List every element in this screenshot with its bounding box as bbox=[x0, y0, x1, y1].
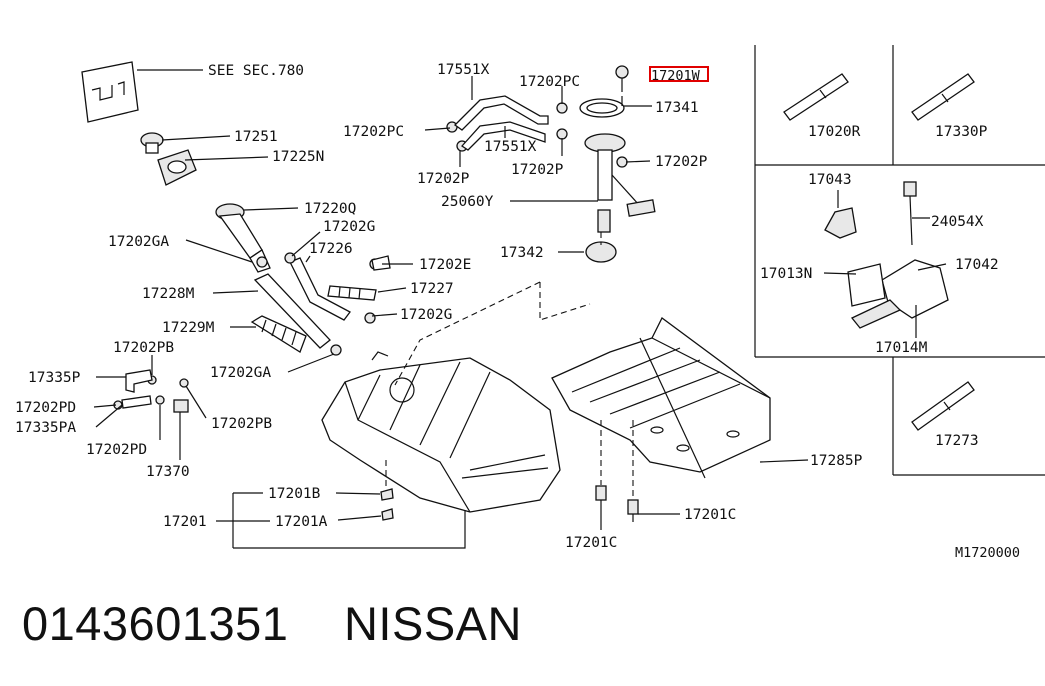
clamps bbox=[113, 102, 628, 410]
label-17201C-right: 17201C bbox=[684, 507, 736, 523]
leader-lines bbox=[93, 69, 947, 549]
label-17202G-top: 17202G bbox=[323, 219, 375, 235]
label-17202PC-left: 17202PC bbox=[343, 124, 404, 140]
valve-17370-part bbox=[173, 399, 189, 413]
label-17201C-bottom: 17201C bbox=[565, 535, 617, 551]
part-number-text: 0143601351 bbox=[22, 597, 289, 650]
label-17201: 17201 bbox=[163, 514, 207, 530]
part-labels: SEE SEC.780 17251 17225N 17551X 17202PC … bbox=[15, 62, 1020, 561]
label-see-sec: SEE SEC.780 bbox=[208, 63, 304, 79]
label-17043: 17043 bbox=[808, 172, 852, 188]
label-17285P: 17285P bbox=[810, 453, 863, 469]
label-17042: 17042 bbox=[955, 257, 999, 273]
label-17202G-mid: 17202G bbox=[400, 307, 452, 323]
hose-17335-part bbox=[121, 369, 153, 409]
protector-part bbox=[551, 317, 771, 479]
hose-17227-part bbox=[327, 285, 377, 301]
label-17220Q: 17220Q bbox=[304, 201, 356, 217]
label-17335PA: 17335PA bbox=[15, 420, 76, 436]
label-17227: 17227 bbox=[410, 281, 454, 297]
label-17273: 17273 bbox=[935, 433, 979, 449]
label-17551X-top: 17551X bbox=[437, 62, 490, 78]
label-17202PD-bottom: 17202PD bbox=[86, 442, 147, 458]
inset-gauge-24054X bbox=[847, 181, 949, 329]
filler-cap-part bbox=[140, 132, 164, 154]
label-17202P-right: 17202P bbox=[655, 154, 708, 170]
hose-17229M-part bbox=[250, 315, 307, 353]
label-17202E: 17202E bbox=[419, 257, 471, 273]
gasket-part bbox=[157, 149, 197, 186]
label-17202PB-top: 17202PB bbox=[113, 340, 174, 356]
label-25060Y: 25060Y bbox=[441, 194, 494, 210]
hose-17226-part bbox=[289, 257, 351, 321]
parts-diagram: SEE SEC.780 17251 17225N 17551X 17202PC … bbox=[15, 45, 1045, 561]
label-17228M: 17228M bbox=[142, 286, 195, 302]
label-17202P-mid: 17202P bbox=[511, 162, 564, 178]
label-17330P: 17330P bbox=[935, 124, 988, 140]
clip-17202E-part bbox=[371, 255, 391, 271]
breather-tubes-part bbox=[453, 95, 549, 151]
label-17202GA-bottom: 17202GA bbox=[210, 365, 271, 381]
hose-17228M-part bbox=[253, 273, 331, 349]
diagram-code: M1720000 bbox=[955, 545, 1020, 561]
inset-tube-17330P bbox=[911, 73, 975, 121]
mount-bolts bbox=[380, 485, 639, 522]
inset-boxes bbox=[754, 45, 1045, 476]
label-17551X-mid: 17551X bbox=[484, 139, 537, 155]
label-17370: 17370 bbox=[146, 464, 190, 480]
label-17202PB-right: 17202PB bbox=[211, 416, 272, 432]
label-17202PD-top: 17202PD bbox=[15, 400, 76, 416]
fuel-tank-part bbox=[321, 351, 561, 513]
inset-spacer-17043 bbox=[824, 207, 857, 239]
dashed-assembly-lines bbox=[385, 232, 634, 500]
label-17226: 17226 bbox=[309, 241, 353, 257]
label-17013N: 17013N bbox=[760, 266, 812, 282]
gauge-unit-part bbox=[579, 65, 656, 233]
footer-caption: 0143601351 NISSAN bbox=[22, 596, 522, 666]
label-17201A: 17201A bbox=[275, 514, 328, 530]
inset-tube-17273 bbox=[911, 381, 975, 431]
label-17335P: 17335P bbox=[28, 370, 81, 386]
label-17251: 17251 bbox=[234, 129, 278, 145]
label-17341: 17341 bbox=[655, 100, 699, 116]
label-17225N: 17225N bbox=[272, 149, 324, 165]
filler-lid-part bbox=[81, 61, 139, 123]
label-17202PC-top: 17202PC bbox=[519, 74, 580, 90]
label-17020R: 17020R bbox=[808, 124, 861, 140]
label-17201B: 17201B bbox=[268, 486, 321, 502]
filler-tube-part bbox=[215, 203, 271, 273]
label-17342: 17342 bbox=[500, 245, 544, 261]
inset-tube-17020R bbox=[783, 73, 849, 121]
highlight-box bbox=[649, 66, 709, 82]
label-17229M: 17229M bbox=[162, 320, 215, 336]
label-17202P-left: 17202P bbox=[417, 171, 470, 187]
brand-text: NISSAN bbox=[343, 597, 522, 650]
label-17202GA-top: 17202GA bbox=[108, 234, 169, 250]
label-24054X: 24054X bbox=[931, 214, 984, 230]
label-17014M: 17014M bbox=[875, 340, 928, 356]
